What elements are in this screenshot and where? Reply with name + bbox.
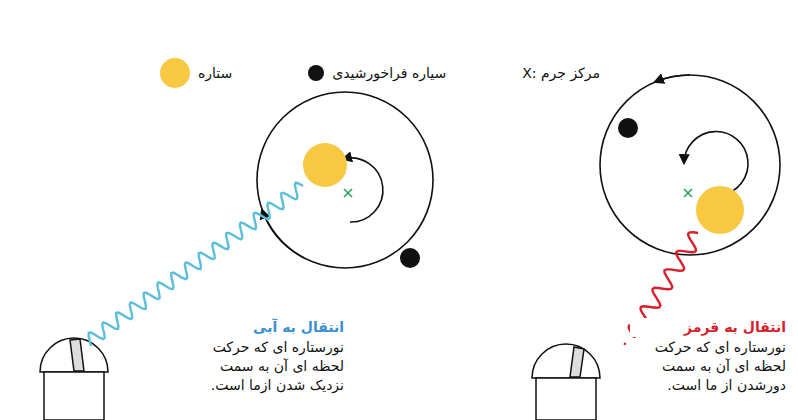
center-of-mass [684,189,692,197]
legend-text: مرکز جرم :X [522,65,600,81]
shift-heading: انتقال به آبی [210,318,344,337]
star [303,143,347,187]
planet-orbit [257,92,433,268]
legend-swatch [308,65,324,81]
orbit-arrow [655,75,690,82]
shift-heading: انتقال به قرمز [630,318,786,337]
center-of-mass [344,189,352,197]
legend-text: سیاره فراخورشیدی [332,65,446,81]
legend-swatch [160,58,190,88]
exoplanet [618,118,638,138]
orbit-arrow [262,210,304,258]
observatory [532,344,600,420]
star [696,186,744,234]
legend-item: مرکز جرم :X [522,65,600,81]
legend-item: ستاره [160,58,232,88]
legend-item: سیاره فراخورشیدی [308,65,446,81]
planet-orbit [600,75,780,255]
star-orbit [684,132,748,195]
legend: ستاره سیاره فراخورشیدی مرکز جرم :X [160,60,600,86]
exoplanet [400,248,420,268]
note-text: نورستاره ای که حرکت لحظه ای آن به سمت دو… [626,338,786,395]
note-text: نورستاره ای که حرکت لحظه ای آن به سمت نز… [200,338,344,395]
star-orbit [343,158,383,222]
legend-text: ستاره [198,65,232,81]
observatory [40,338,108,420]
